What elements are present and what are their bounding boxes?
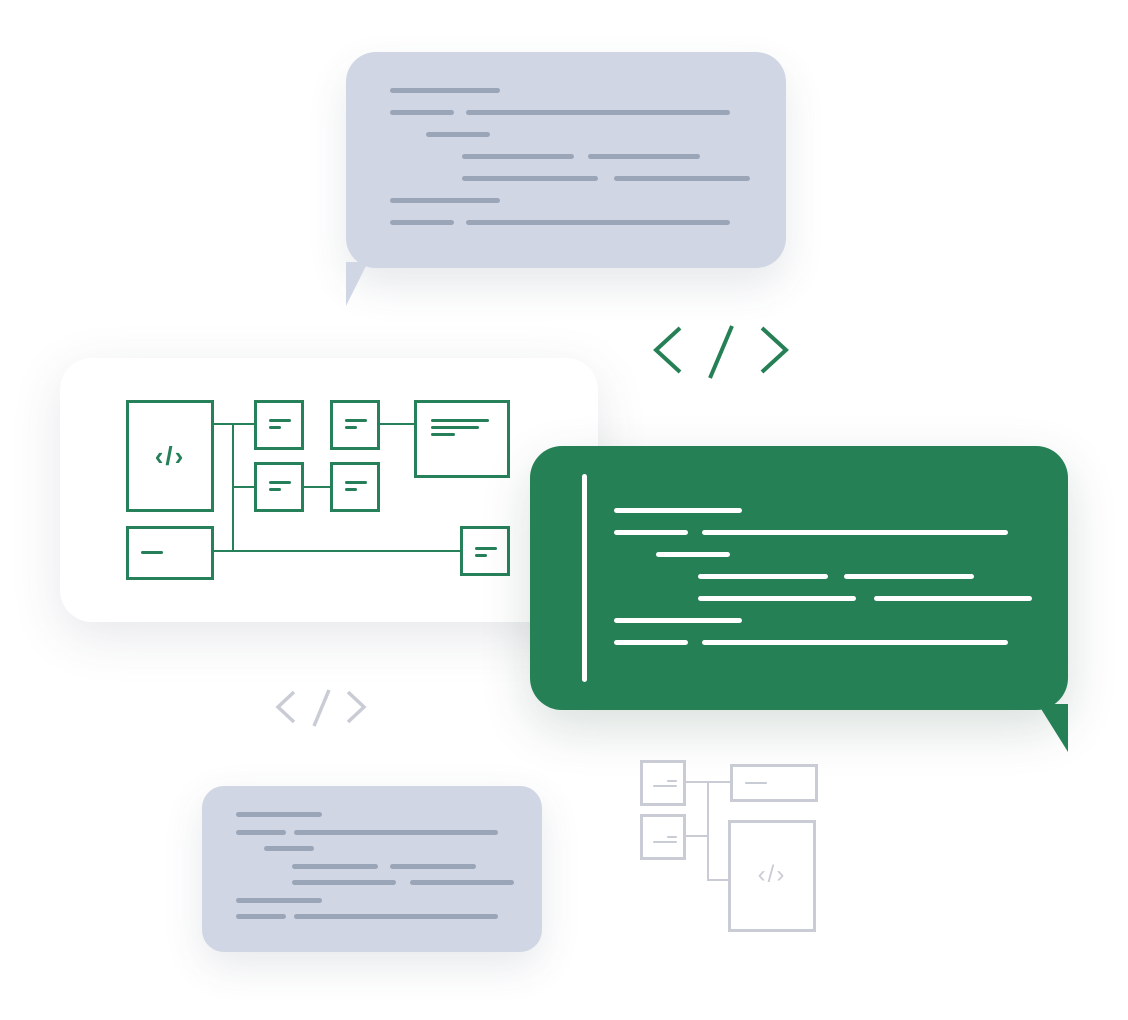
code-line <box>236 830 286 835</box>
diagram-connector <box>707 781 709 881</box>
code-line <box>614 618 742 623</box>
code-brackets-icon: ‹/› <box>154 441 186 471</box>
code-line <box>426 132 490 137</box>
code-line <box>264 846 314 851</box>
code-gutter-bar <box>582 474 587 682</box>
diagram-connector <box>232 486 254 488</box>
diagram-node-main: ‹/› <box>728 820 816 932</box>
code-brackets-icon <box>653 325 789 379</box>
code-line <box>236 914 286 919</box>
diagram-connector <box>707 879 728 881</box>
code-card-bottom <box>202 786 542 952</box>
code-line <box>874 596 1032 601</box>
diagram-node <box>640 760 686 806</box>
code-line <box>466 220 730 225</box>
code-line <box>614 508 742 513</box>
diagram-node <box>254 462 304 512</box>
code-line <box>236 898 322 903</box>
code-brackets-icon <box>275 689 367 727</box>
code-line <box>466 110 730 115</box>
code-line <box>410 880 514 885</box>
architecture-diagram-card: ‹/› <box>60 358 598 622</box>
code-line <box>614 176 750 181</box>
faint-architecture-diagram: ‹/› <box>640 760 820 934</box>
code-line <box>236 812 322 817</box>
code-line <box>614 530 688 535</box>
bubble-tail-green <box>1038 704 1068 752</box>
diagram-node <box>460 526 510 576</box>
code-line <box>390 198 500 203</box>
code-line <box>702 640 1008 645</box>
code-line <box>462 154 574 159</box>
code-line <box>698 574 828 579</box>
code-line <box>292 864 378 869</box>
diagram-node-wide <box>414 400 510 478</box>
diagram-connector <box>304 486 330 488</box>
code-brackets-icon: ‹/› <box>757 861 787 888</box>
diagram-node-wide <box>730 764 818 802</box>
code-line <box>588 154 700 159</box>
diagram-connector <box>686 835 708 837</box>
code-line <box>292 880 396 885</box>
code-line <box>390 220 454 225</box>
code-line <box>294 830 498 835</box>
diagram-connector <box>380 423 414 425</box>
code-line <box>462 176 598 181</box>
diagram-node <box>640 814 686 860</box>
code-line <box>698 596 856 601</box>
diagram-connector <box>214 550 460 552</box>
diagram-node <box>330 400 380 450</box>
diagram-node <box>330 462 380 512</box>
code-line <box>390 88 500 93</box>
code-line <box>702 530 1008 535</box>
code-line <box>390 110 454 115</box>
diagram-connector <box>214 423 254 425</box>
bubble-tail-top <box>346 262 368 306</box>
code-line <box>844 574 974 579</box>
code-line <box>390 864 476 869</box>
code-line <box>294 914 498 919</box>
code-line <box>656 552 730 557</box>
code-speech-bubble-top <box>346 52 786 268</box>
diagram-node <box>254 400 304 450</box>
diagram-node-main: ‹/› <box>126 400 214 512</box>
code-speech-bubble-green <box>530 446 1068 710</box>
diagram-node <box>126 526 214 580</box>
code-line <box>614 640 688 645</box>
